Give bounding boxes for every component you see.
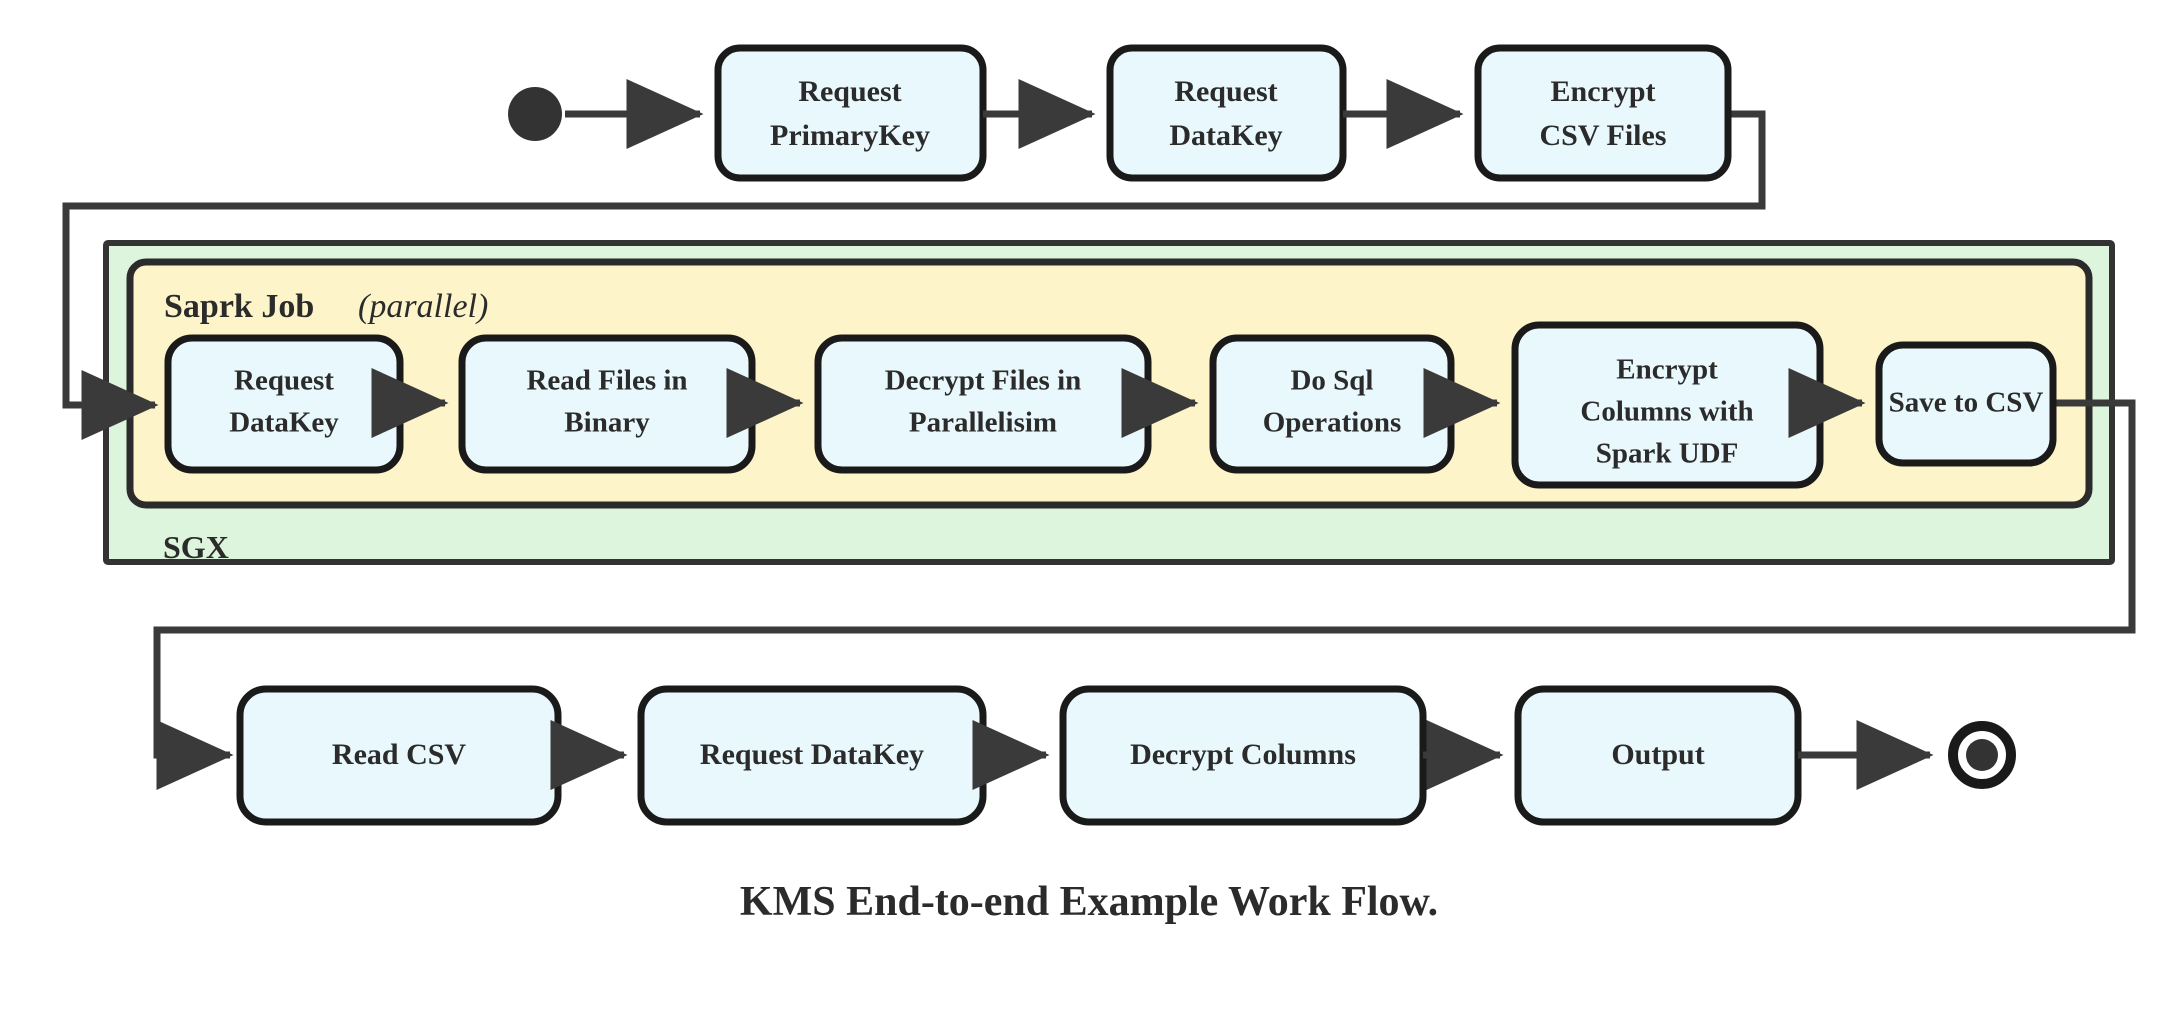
spark-job-qualifier: (parallel) <box>358 288 488 325</box>
node-decrypt-files-in-parallelisim[interactable]: Decrypt Files in Parallelisim <box>814 334 1152 474</box>
node-request-datakey-top[interactable]: Request DataKey <box>1106 44 1347 182</box>
diagram-caption: KMS End-to-end Example Work Flow. <box>740 879 1438 925</box>
node-request-primarykey-line1: Request <box>798 75 901 108</box>
node-encrypt-columns-line1: Encrypt <box>1616 354 1718 386</box>
sgx-label: SGX <box>163 529 229 565</box>
node-output[interactable]: Output <box>1514 685 1802 826</box>
node-request-datakey-top-line1: Request <box>1174 75 1277 108</box>
node-encrypt-columns-line3: Spark UDF <box>1596 438 1739 470</box>
node-save-to-csv[interactable]: Save to CSV <box>1875 341 2057 467</box>
node-decrypt-files-line2: Parallelisim <box>909 407 1057 439</box>
node-request-primarykey-line2: PrimaryKey <box>770 119 930 152</box>
node-read-files-in-binary-line2: Binary <box>564 407 650 439</box>
node-encrypt-csv-files[interactable]: Encrypt CSV Files <box>1474 44 1732 182</box>
start-node <box>508 87 562 141</box>
node-read-csv-line1: Read CSV <box>332 738 467 771</box>
node-decrypt-columns[interactable]: Decrypt Columns <box>1059 685 1427 826</box>
node-decrypt-files-line1: Decrypt Files in <box>885 365 1082 397</box>
node-encrypt-csv-files-line1: Encrypt <box>1551 75 1656 108</box>
node-request-datakey-bottom-line1: Request DataKey <box>700 738 924 771</box>
node-decrypt-columns-line1: Decrypt Columns <box>1130 738 1356 771</box>
node-request-primarykey[interactable]: Request PrimaryKey <box>714 44 987 182</box>
node-read-csv[interactable]: Read CSV <box>236 685 562 826</box>
node-request-datakey-bottom[interactable]: Request DataKey <box>637 685 987 826</box>
node-request-datakey-spark-line2: DataKey <box>229 407 339 439</box>
node-encrypt-columns-line2: Columns with <box>1580 396 1753 428</box>
node-request-datakey-top-line2: DataKey <box>1169 119 1282 152</box>
node-do-sql-operations[interactable]: Do Sql Operations <box>1209 334 1455 474</box>
end-node <box>1948 721 2016 789</box>
node-read-files-in-binary[interactable]: Read Files in Binary <box>458 334 756 474</box>
node-output-line1: Output <box>1611 738 1704 771</box>
spark-job-label: Saprk Job <box>164 288 314 325</box>
edge-savecsv-to-readcsv <box>153 399 2136 790</box>
node-request-datakey-spark-line1: Request <box>234 365 334 397</box>
node-request-datakey-spark[interactable]: Request DataKey <box>164 334 404 474</box>
node-read-files-in-binary-line1: Read Files in <box>526 365 687 397</box>
edge-encrypt-to-spark <box>62 110 1766 440</box>
node-do-sql-line1: Do Sql <box>1290 365 1373 397</box>
node-encrypt-columns-with-spark-udf[interactable]: Encrypt Columns with Spark UDF <box>1511 321 1824 489</box>
node-do-sql-line2: Operations <box>1263 407 1402 439</box>
node-save-to-csv-line1: Save to CSV <box>1889 387 2044 419</box>
node-encrypt-csv-files-line2: CSV Files <box>1540 119 1667 152</box>
